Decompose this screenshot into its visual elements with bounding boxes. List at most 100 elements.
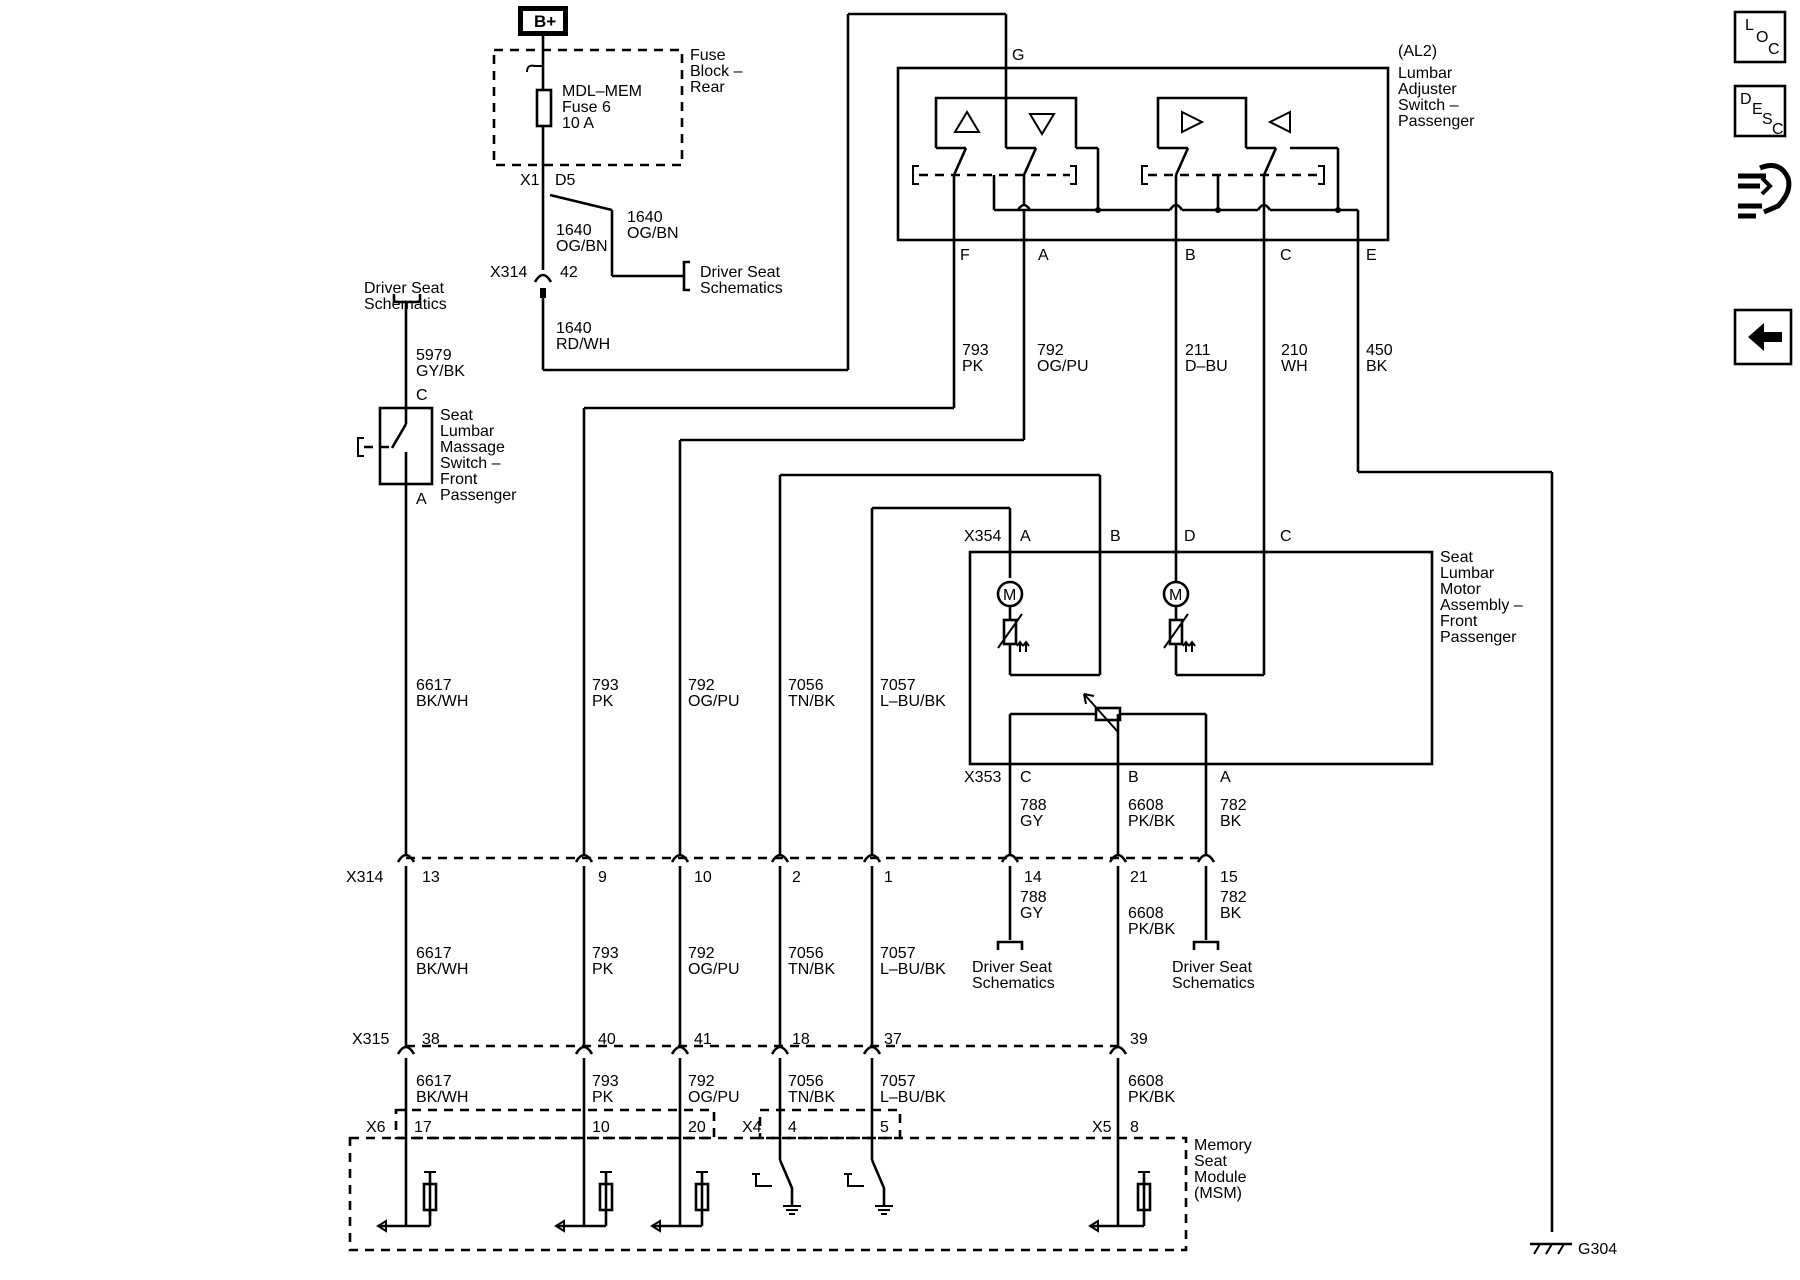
svg-text:1640: 1640	[627, 209, 663, 226]
svg-text:OG/PU: OG/PU	[1037, 358, 1089, 375]
svg-text:1: 1	[884, 869, 893, 886]
svg-text:D: D	[1184, 528, 1196, 545]
svg-text:10 A: 10 A	[562, 115, 594, 132]
svg-text:OG/BN: OG/BN	[556, 238, 608, 255]
svg-text:792: 792	[688, 1073, 715, 1090]
svg-text:X353: X353	[964, 769, 1001, 786]
svg-text:C: C	[416, 387, 428, 404]
svg-text:B: B	[1110, 528, 1121, 545]
svg-text:D–BU: D–BU	[1185, 358, 1228, 375]
svg-text:A: A	[1020, 528, 1031, 545]
battery-supply: B+	[518, 6, 568, 52]
svg-text:Fuse: Fuse	[690, 47, 726, 64]
svg-text:450: 450	[1366, 342, 1393, 359]
svg-text:793: 793	[962, 342, 989, 359]
svg-text:C: C	[1280, 528, 1292, 545]
svg-text:18: 18	[792, 1031, 810, 1048]
svg-text:782: 782	[1220, 889, 1247, 906]
svg-text:BK: BK	[1220, 905, 1242, 922]
svg-text:O: O	[1756, 29, 1768, 46]
desc-button[interactable]: D E S C	[1733, 84, 1787, 138]
svg-text:Switch –: Switch –	[440, 455, 501, 472]
svg-text:Lumbar: Lumbar	[1440, 565, 1495, 582]
memory-seat-module: Memory Seat Module (MSM) X6 17 10 20 X4 …	[348, 1108, 1252, 1252]
svg-text:X4: X4	[742, 1119, 762, 1136]
seat-lumbar-motor-assembly: Seat Lumbar Motor Assembly – Front Passe…	[778, 473, 1523, 855]
svg-text:BK: BK	[1220, 813, 1242, 830]
connector-icon[interactable]	[1738, 163, 1792, 219]
svg-text:OG/PU: OG/PU	[688, 693, 740, 710]
svg-text:X314: X314	[490, 264, 527, 281]
svg-text:(AL2): (AL2)	[1398, 43, 1437, 60]
svg-text:L–BU/BK: L–BU/BK	[880, 961, 946, 978]
svg-text:7057: 7057	[880, 945, 916, 962]
down-arrow-icon	[1028, 113, 1056, 136]
svg-text:Module: Module	[1194, 1169, 1247, 1186]
svg-text:13: 13	[422, 869, 440, 886]
svg-text:Seat: Seat	[1440, 549, 1473, 566]
svg-text:BK: BK	[1366, 358, 1388, 375]
svg-text:Passenger: Passenger	[1398, 113, 1475, 130]
svg-text:6608: 6608	[1128, 797, 1164, 814]
back-arrow-icon	[1748, 323, 1782, 351]
svg-text:7056: 7056	[788, 677, 824, 694]
svg-text:9: 9	[598, 869, 607, 886]
svg-text:1640: 1640	[556, 320, 592, 337]
fuse-symbol	[535, 88, 553, 128]
svg-text:GY: GY	[1020, 905, 1043, 922]
svg-text:PK: PK	[592, 693, 614, 710]
svg-text:PK: PK	[592, 961, 614, 978]
svg-text:42: 42	[560, 264, 578, 281]
svg-text:Lumbar: Lumbar	[1398, 65, 1453, 82]
svg-text:Lumbar: Lumbar	[440, 423, 495, 440]
loc-button[interactable]: L O C	[1733, 10, 1787, 64]
svg-text:TN/BK: TN/BK	[788, 1089, 835, 1106]
x314-x315-wires: 6617 BK/WH 793 PK 792 OG/PU 7056 TN/BK 7…	[404, 866, 1255, 1046]
svg-text:210: 210	[1281, 342, 1308, 359]
svg-text:6617: 6617	[416, 945, 452, 962]
svg-text:GY: GY	[1020, 813, 1043, 830]
msm-input-wires: 6617 BK/WH 793 PK 792 OG/PU 7056 TN/BK 7…	[404, 1058, 1175, 1226]
svg-text:PK: PK	[962, 358, 984, 375]
svg-text:BK/WH: BK/WH	[416, 1089, 468, 1106]
svg-text:F: F	[960, 247, 970, 264]
svg-text:6608: 6608	[1128, 905, 1164, 922]
svg-text:Front: Front	[440, 471, 478, 488]
svg-text:39: 39	[1130, 1031, 1148, 1048]
svg-text:X6: X6	[366, 1119, 386, 1136]
svg-text:782: 782	[1220, 797, 1247, 814]
svg-text:Block –: Block –	[690, 63, 743, 80]
svg-text:Fuse 6: Fuse 6	[562, 99, 611, 116]
svg-text:788: 788	[1020, 797, 1047, 814]
backward-arrow-icon	[1267, 110, 1291, 134]
svg-text:L–BU/BK: L–BU/BK	[880, 693, 946, 710]
svg-text:B: B	[1128, 769, 1139, 786]
svg-text:G304: G304	[1578, 1241, 1617, 1258]
svg-text:Adjuster: Adjuster	[1398, 81, 1457, 98]
svg-text:4: 4	[788, 1119, 797, 1136]
svg-text:20: 20	[688, 1119, 706, 1136]
svg-text:7057: 7057	[880, 1073, 916, 1090]
svg-text:S: S	[1762, 111, 1773, 128]
svg-text:Driver Seat: Driver Seat	[972, 959, 1053, 976]
svg-text:D: D	[1740, 91, 1752, 108]
back-button[interactable]	[1733, 308, 1793, 366]
svg-text:41: 41	[694, 1031, 712, 1048]
lumbar-adjuster-switch: G (AL2) Lumbar Adjuster Switch – Passeng…	[896, 43, 1475, 264]
seat-lumbar-massage-switch: Driver Seat Schematics 5979 GY/BK C A Se…	[357, 280, 517, 855]
svg-text:14: 14	[1024, 869, 1042, 886]
svg-text:211: 211	[1185, 342, 1211, 359]
svg-text:6617: 6617	[416, 1073, 452, 1090]
svg-text:C: C	[1768, 41, 1780, 58]
svg-text:792: 792	[688, 945, 715, 962]
svg-text:Motor: Motor	[1440, 581, 1482, 598]
svg-text:OG/BN: OG/BN	[627, 225, 679, 242]
svg-text:37: 37	[884, 1031, 902, 1048]
svg-text:Seat: Seat	[440, 407, 473, 424]
svg-text:A: A	[416, 491, 427, 508]
svg-text:E: E	[1366, 247, 1377, 264]
x315-connector: X315 38 40 41 18 37 39	[352, 1031, 1148, 1055]
svg-text:788: 788	[1020, 889, 1047, 906]
svg-text:Memory: Memory	[1194, 1137, 1252, 1154]
